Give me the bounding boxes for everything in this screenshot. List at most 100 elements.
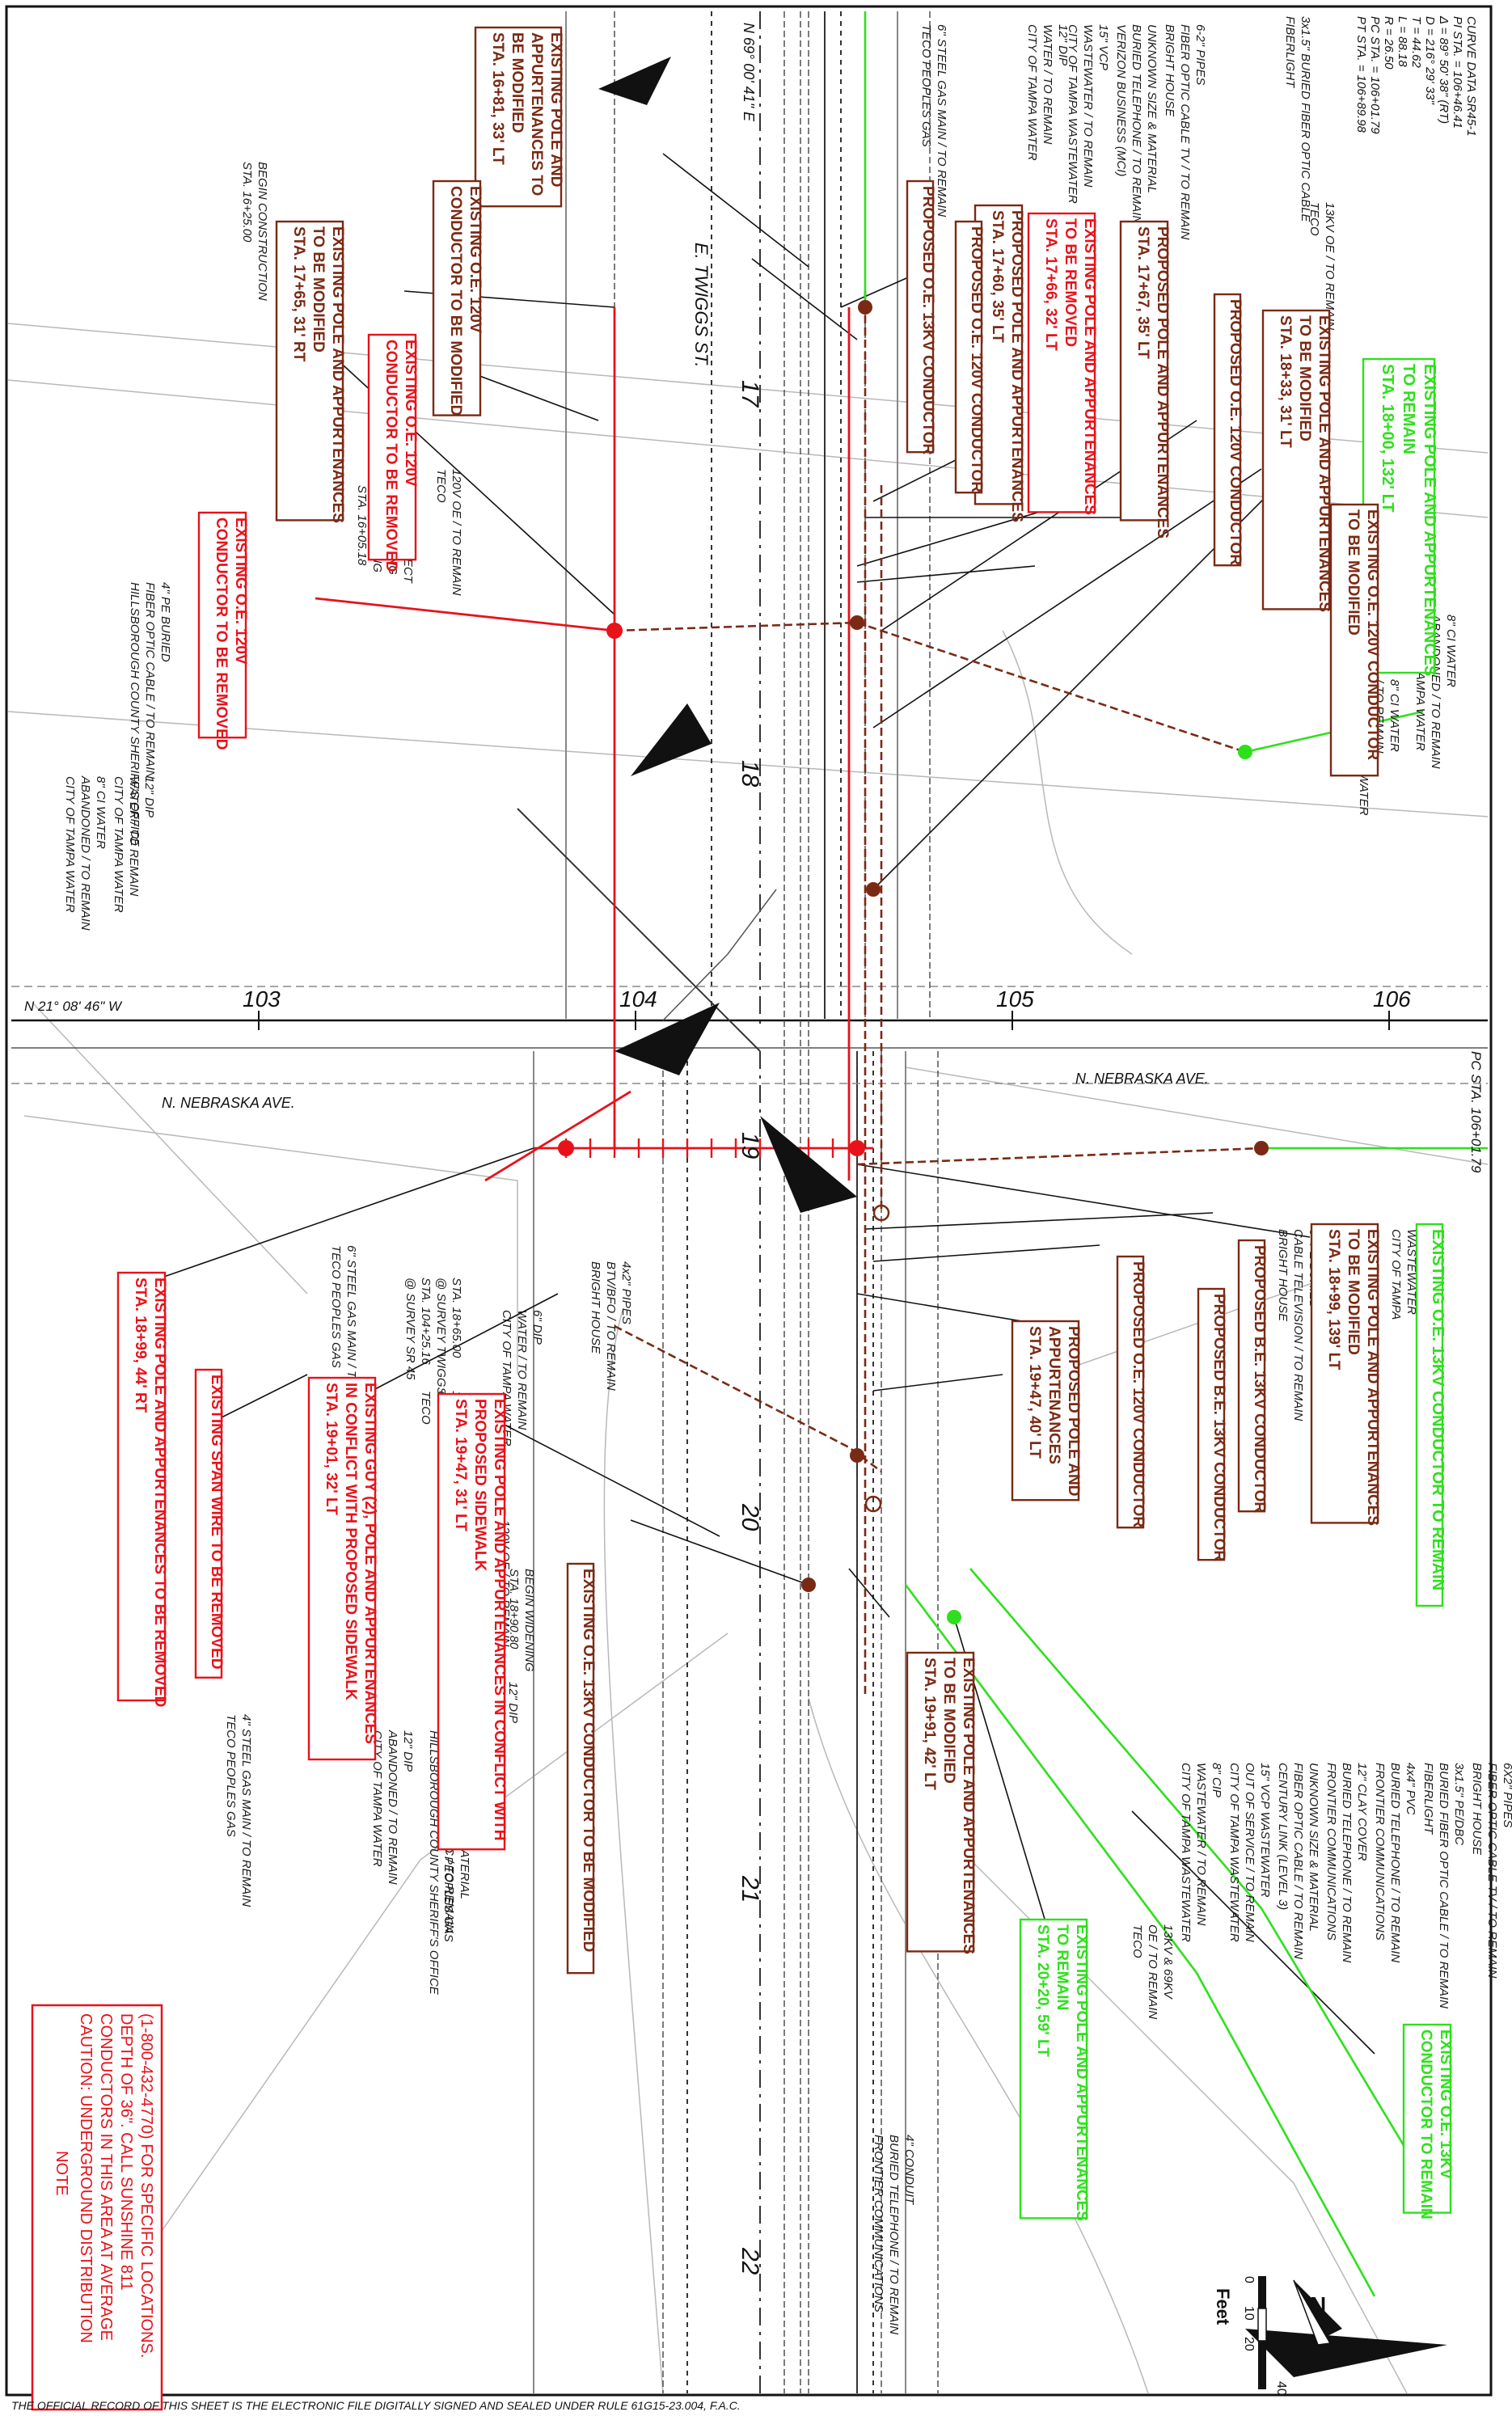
callout-text: PROPOSED POLE AND xyxy=(1065,1326,1082,1496)
callout-text: EXISTING POLE AND xyxy=(547,32,564,187)
utility-label-line: TECO PEOPLES GAS xyxy=(919,24,933,147)
utility-label-line: OUT OF SERVICE / TO REMAIN xyxy=(1243,1763,1256,1942)
utility-label-line: UNKNOWN SIZE & MATERIAL xyxy=(1145,24,1159,193)
callout-text: EXISTING O.E. 120V xyxy=(467,186,484,333)
callout-modify: PROPOSED O.E. 120V CONDUCTOR xyxy=(1213,293,1244,567)
callout-text: TO BE MODIFIED xyxy=(1345,1229,1362,1355)
utility-label-line: @ SURVEY SR 45 xyxy=(403,1278,417,1380)
utility-label-line: STA. 18+65.00 xyxy=(450,1278,463,1358)
callout-text: PROPOSED POLE AND APPURTENANCES xyxy=(1154,226,1171,539)
utility-label-line: CITY OF TAMPA xyxy=(1389,1229,1403,1320)
station-18: 18 xyxy=(737,760,763,788)
callout-frame xyxy=(437,1392,506,1851)
callout-frame xyxy=(954,220,983,494)
pole-modified xyxy=(850,615,864,630)
callout-text: PROPOSED POLE AND APPURTENANCES xyxy=(1008,210,1025,522)
callout-text: EXISTING POLE AND APPURTENANCES xyxy=(1364,1229,1381,1526)
utility-label-line: BEGIN CONSTRUCTION xyxy=(256,162,269,301)
callout-frame xyxy=(197,511,247,739)
callout-text: STA. 18+99, 44' RT xyxy=(132,1278,149,1413)
utility-label-line: FIBERLIGHT xyxy=(1421,1763,1435,1835)
callout-frame xyxy=(1402,2023,1452,2214)
callout-frame xyxy=(566,1562,595,1975)
svg-text:Δ = 89° 50' 38" (RT): Δ = 89° 50' 38" (RT) xyxy=(1437,15,1451,124)
station-17: 17 xyxy=(737,380,763,408)
svg-text:R = 26.50: R = 26.50 xyxy=(1382,16,1396,70)
utility-label-line: STA. 16+05.18 xyxy=(355,485,369,566)
utility-label-line: CABLE TELEVISION / TO REMAIN xyxy=(1291,1229,1305,1421)
utility-label-line: BURIED TELEPHONE / TO REMAIN xyxy=(1130,24,1143,224)
utility-label-line: CENTURY LINK (LEVEL 3) xyxy=(1276,1763,1290,1910)
callout-text: STA. 17+60, 35' LT xyxy=(989,210,1006,343)
pole-modified xyxy=(1254,1141,1269,1155)
sheet-border xyxy=(5,5,1493,2397)
road-linework xyxy=(533,11,906,2393)
callout-remove: EXISTING GUY (2), POLE AND APPURTENANCES… xyxy=(307,1376,378,1761)
utility-label-line: TECO xyxy=(1130,1924,1144,1958)
callout-frame xyxy=(1261,309,1331,610)
utility-label-line: BRIGHT HOUSE xyxy=(1163,24,1176,117)
callout-text: STA. 18+33, 31' LT xyxy=(1277,315,1294,448)
callout-text: IN CONFLICT WITH PROPOSED SIDEWALK xyxy=(342,1383,359,1700)
callout-frame xyxy=(474,26,563,208)
pole-modified xyxy=(801,1578,816,1592)
callout-text: PROPOSED O.E. 120V CONDUCTOR xyxy=(1227,299,1244,565)
utility-label-line: WATER / TO REMAIN xyxy=(127,776,141,897)
callout-remove: EXISTING SPAN WIRE TO BE REMOVED xyxy=(194,1368,225,1679)
utility-label-line: BURIED TELEPHONE / TO REMAIN xyxy=(1340,1763,1354,1962)
utility-label-line: 12" DIP xyxy=(142,776,156,817)
callout-text: TO REMAIN xyxy=(1400,364,1417,454)
utility-label: STA. 18+65.00@ SURVEY TWIGGS ST. =STA. 1… xyxy=(403,1278,463,1427)
utility-label-line: CITY OF TAMPA WASTEWATER xyxy=(1066,24,1079,204)
callout-text: PROPOSED B.E. 13KV CONDUCTOR xyxy=(1210,1294,1227,1561)
callout-frame xyxy=(116,1271,167,1702)
utility-label-line: 4" CONDUIT xyxy=(902,2135,916,2206)
callout-frame xyxy=(974,204,1024,505)
callout-text: STA. 19+01, 32' LT xyxy=(323,1383,340,1515)
note-line-2: CONDUCTORS IN THIS AREA AT AVERAGE xyxy=(97,2013,115,2341)
callout-text: CONDUCTOR TO BE MODIFIED xyxy=(447,186,464,416)
utility-label-line: BRIGHT HOUSE xyxy=(1470,1763,1484,1856)
callout-text: CONDUCTOR TO BE REMOVED xyxy=(382,340,399,572)
utility-label-line: 15" VCP WASTEWATER xyxy=(1258,1763,1272,1898)
callout-text: TO BE MODIFIED xyxy=(310,226,327,353)
callout-frame xyxy=(275,220,344,522)
callout-text: STA. 17+67, 35' LT xyxy=(1134,226,1151,359)
utility-label-line: CITY OF TAMPA WATER xyxy=(1025,24,1039,161)
callout-frame xyxy=(194,1368,223,1679)
pole-removed xyxy=(558,1140,574,1156)
utility-label-line: WASTEWATER / TO REMAIN xyxy=(1194,1763,1208,1926)
utility-label-line: 6X2" PIPES xyxy=(1501,1763,1512,1827)
callout-frame xyxy=(307,1376,377,1761)
callout-text: STA. 19+47, 40' LT xyxy=(1026,1326,1043,1459)
utility-label-line: BURIED TELEPHONE / TO REMAIN xyxy=(1388,1763,1402,1962)
utility-label-line: FIBER OPTIC CABLE TV / TO REMAIN xyxy=(1178,24,1192,240)
pole-proposed xyxy=(864,1495,882,1513)
pole-modified xyxy=(850,1448,864,1463)
callout-frame xyxy=(906,1651,975,1953)
svg-text:D = 216° 29' 33": D = 216° 29' 33" xyxy=(1423,16,1437,105)
street-twiggs: E. TWIGGS ST. xyxy=(691,243,712,367)
station-21: 21 xyxy=(737,1875,763,1903)
pole-modified xyxy=(858,300,872,315)
callout-frame xyxy=(1119,220,1169,522)
utility-label-line: 3x1.5" BURIED FIBER OPTIC CABLE xyxy=(1299,16,1312,223)
pole-modified xyxy=(866,882,881,897)
utility-label-line: 13KV & 69KV xyxy=(1161,1924,1175,2000)
callout-frame xyxy=(1019,1918,1088,2220)
station-labels: 17 18 19 20 21 22 xyxy=(737,380,763,2275)
utility-label-line: BEGIN WIDENING xyxy=(522,1569,536,1672)
utility-label-line: FRONTIER COMMUNICATIONS xyxy=(1324,1763,1338,1941)
callout-text: STA. 17+66, 32' LT xyxy=(1042,218,1059,351)
callout-frame xyxy=(1213,293,1242,567)
callout-text: EXISTING POLE AND APPURTENANCES xyxy=(1421,364,1438,676)
